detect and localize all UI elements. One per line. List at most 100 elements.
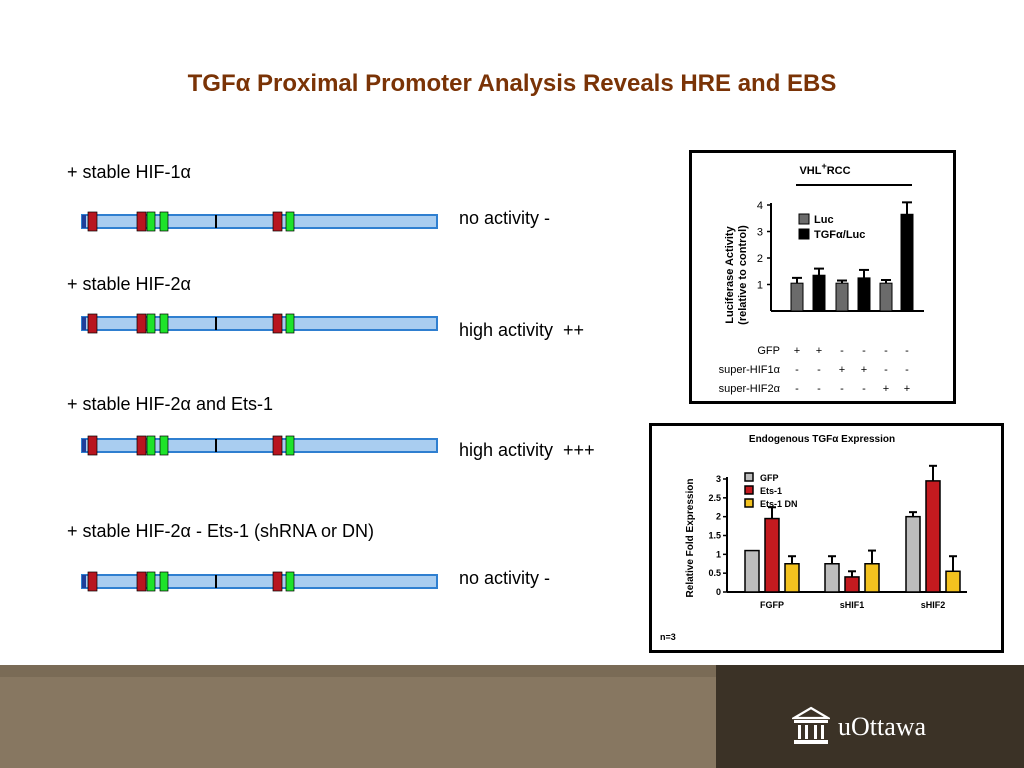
chart2-note: n=3 xyxy=(660,632,676,642)
luciferase-chart: VHL+RCC Luciferase Activity (relative to… xyxy=(719,161,924,395)
chart2-bar xyxy=(844,576,860,593)
row-3-note: high activity +++ xyxy=(459,440,595,460)
hre-site xyxy=(87,313,98,334)
promoter-start xyxy=(82,575,86,588)
chart1-condition-value: + xyxy=(816,345,822,357)
chart1-condition-value: + xyxy=(794,345,800,357)
title-prefix: TGF xyxy=(187,70,236,97)
chart2-bar xyxy=(925,480,941,593)
chart2-y-tick-label: 1.5 xyxy=(708,531,721,541)
chart2-y-tick-label: 0 xyxy=(716,587,721,597)
chart1-condition-label: super-HIF2α xyxy=(719,383,781,395)
luciferase-chart-box: VHL+RCC Luciferase Activity (relative to… xyxy=(689,150,956,404)
chart1-legend-label: TGFα/Luc xyxy=(814,229,865,241)
ebs-site xyxy=(285,211,295,232)
chart1-y-tick-label: 3 xyxy=(757,227,763,239)
chart1-condition-value: - xyxy=(817,383,821,395)
title-suffix: Proximal Promoter Analysis Reveals HRE a… xyxy=(250,70,837,97)
hre-site xyxy=(136,211,147,232)
chart2-legend-label: GFP xyxy=(760,473,779,483)
row-4-label: + stable HIF-2α - Ets-1 (shRNA or DN) xyxy=(67,521,374,541)
chart2-bar xyxy=(945,570,961,593)
ebs-site xyxy=(159,435,169,456)
chart1-condition-value: - xyxy=(840,383,844,395)
chart1-condition-value: + xyxy=(839,364,845,376)
promoter-bar xyxy=(81,214,438,229)
hre-site xyxy=(136,435,147,456)
row-2-note: high activity ++ xyxy=(459,320,585,340)
chart2-y-tick-label: 2 xyxy=(716,512,721,522)
chart1-condition-value: - xyxy=(795,383,799,395)
chart2-legend-label: Ets-1 DN xyxy=(760,499,798,509)
chart2-bar xyxy=(905,515,921,593)
chart1-y-tick-label: 2 xyxy=(757,253,763,265)
chart2-category-label: FGFP xyxy=(760,600,784,610)
chart2-bar xyxy=(784,563,800,593)
university-building-icon xyxy=(792,706,830,744)
chart1-bar xyxy=(879,282,893,312)
promoter-start xyxy=(82,215,86,228)
hre-site xyxy=(272,313,283,334)
row-4-note: no activity - xyxy=(459,568,551,588)
chart2-legend-swatch xyxy=(744,472,754,482)
ebs-site xyxy=(285,435,295,456)
promoter-start xyxy=(82,439,86,452)
chart2-bar xyxy=(824,563,840,593)
footer-logo-panel xyxy=(716,665,1024,768)
chart1-condition-value: + xyxy=(861,364,867,376)
chart2-category-label: sHIF1 xyxy=(840,600,865,610)
chart2-legend-label: Ets-1 xyxy=(760,486,782,496)
ebs-site xyxy=(146,571,156,592)
chart2-bar xyxy=(764,517,780,593)
ebs-site xyxy=(146,313,156,334)
promoter-diagram-1 xyxy=(81,211,438,232)
chart1-condition-value: + xyxy=(883,383,889,395)
hre-site xyxy=(272,571,283,592)
ebs-site xyxy=(285,571,295,592)
chart2-bar xyxy=(744,549,760,593)
chart1-y-tick-label: 4 xyxy=(757,200,763,212)
chart1-condition-value: - xyxy=(884,364,888,376)
chart2-legend-swatch xyxy=(744,498,754,508)
hre-site xyxy=(272,435,283,456)
row-1-label: + stable HIF-1α xyxy=(67,162,191,182)
chart1-condition-value: - xyxy=(862,345,866,357)
row-1-note: no activity - xyxy=(459,208,551,228)
chart1-legend-label: Luc xyxy=(814,214,834,226)
promoter-diagram-4 xyxy=(81,571,438,592)
chart1-condition-value: - xyxy=(884,345,888,357)
ebs-site xyxy=(159,211,169,232)
chart1-bar xyxy=(857,277,871,312)
chart1-legend-swatch xyxy=(798,213,810,225)
promoter-start xyxy=(82,317,86,330)
title-alpha: α xyxy=(235,70,251,97)
chart1-ylabel-line1: Luciferase Activity xyxy=(724,225,736,323)
promoter-diagram-3 xyxy=(81,435,438,456)
chart1-condition-value: - xyxy=(840,345,844,357)
promoter-bar xyxy=(81,574,438,589)
chart1-title: VHL+RCC xyxy=(799,161,850,177)
chart1-condition-value: - xyxy=(817,364,821,376)
promoter-diagram-2 xyxy=(81,313,438,334)
chart1-bars xyxy=(790,201,914,312)
hre-site xyxy=(272,211,283,232)
chart1-bar xyxy=(812,274,826,312)
chart2-bar xyxy=(864,563,880,593)
chart1-condition-label: super-HIF1α xyxy=(719,364,781,376)
chart1-condition-value: - xyxy=(862,383,866,395)
row-2-label: + stable HIF-2α xyxy=(67,274,191,294)
hre-site xyxy=(87,211,98,232)
chart1-bar xyxy=(900,213,914,312)
chart1-ylabel-line2: (relative to control) xyxy=(737,225,749,325)
promoter-bar xyxy=(81,316,438,331)
row-3-label: + stable HIF-2α and Ets-1 xyxy=(67,394,273,414)
chart2-y-tick-label: 3 xyxy=(716,474,721,484)
chart2-y-tick-label: 1 xyxy=(716,549,721,559)
chart1-condition-value: + xyxy=(904,383,910,395)
chart2-ylabel: Relative Fold Expression xyxy=(685,479,696,598)
hre-site xyxy=(136,313,147,334)
chart1-legend-swatch xyxy=(798,228,810,240)
ebs-site xyxy=(159,313,169,334)
